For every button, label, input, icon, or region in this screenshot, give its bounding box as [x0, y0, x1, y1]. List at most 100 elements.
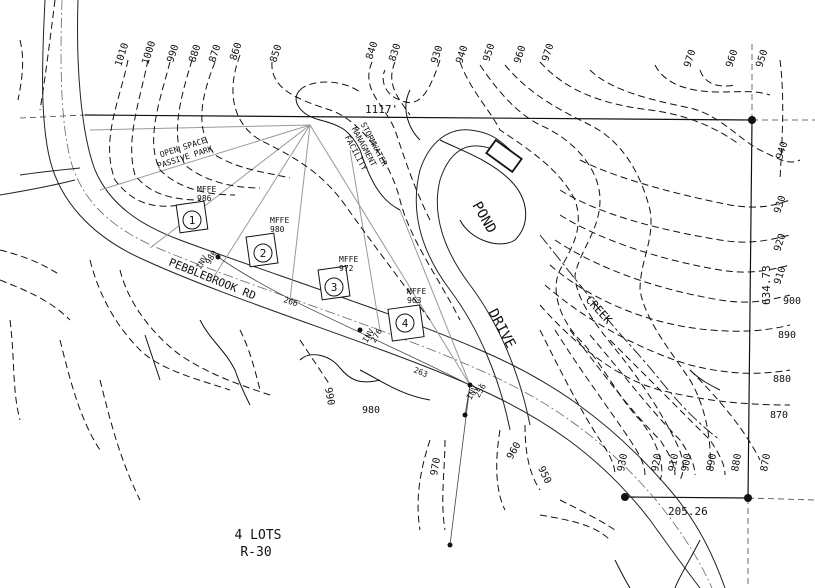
- contour: [559, 189, 791, 243]
- contour: [382, 59, 441, 103]
- contour: [131, 59, 201, 201]
- south-property-line: [624, 496, 749, 499]
- corner-marker: [621, 493, 629, 501]
- north-property-line: [84, 114, 753, 121]
- pond-label: POND: [469, 199, 500, 236]
- contour: [569, 329, 676, 476]
- contour-label: 910: [772, 265, 788, 286]
- contour-label: 950: [535, 465, 553, 486]
- dimension-bottom: 205.26: [668, 505, 708, 518]
- terrain-line: [144, 334, 161, 381]
- terrain-line: [299, 354, 381, 383]
- contour: [554, 329, 646, 476]
- contour-label: 990: [165, 43, 181, 64]
- contour-label: 890: [705, 453, 719, 473]
- contour-label: 870: [207, 43, 223, 64]
- contour: [559, 499, 616, 531]
- contour-label: 860: [228, 41, 244, 62]
- contour: [17, 39, 24, 101]
- lot-number-circle: [324, 277, 344, 297]
- building-footprint: [485, 138, 523, 174]
- contour-label: 930: [772, 194, 788, 215]
- contour: [99, 379, 141, 501]
- contour-label: 880: [187, 43, 203, 64]
- lot-line-5: [399, 209, 471, 386]
- contour-label: 930: [429, 44, 445, 65]
- lot-number: 2: [260, 247, 267, 260]
- contour: [39, 0, 56, 111]
- road-edge-north: [42, 0, 701, 588]
- contour: [109, 59, 181, 207]
- north-line-west-extension: [19, 114, 86, 119]
- driveway: [415, 129, 531, 431]
- contour-label: 830: [387, 42, 403, 63]
- zoning: R-30: [240, 545, 271, 560]
- contour-label: 920: [650, 453, 664, 473]
- contour-label: 850: [268, 43, 284, 64]
- terrain-line: [674, 539, 701, 588]
- contour: [699, 69, 736, 87]
- contour-lines: [0, 0, 801, 541]
- drive-label: DRIVE: [484, 306, 518, 351]
- sewer-stub: [464, 384, 471, 416]
- lot-2: 2 MFFE 980: [245, 216, 289, 268]
- lot-line-4: [349, 149, 381, 331]
- contour-label: 910: [667, 453, 681, 473]
- contour: [504, 64, 711, 471]
- mffe-value: 963: [407, 296, 422, 305]
- spot-elevation: 266: [282, 295, 299, 308]
- terrain-line: [359, 369, 431, 401]
- sewer-line: [217, 256, 471, 386]
- mffe-label: MFFE: [197, 185, 216, 194]
- contour: [539, 329, 616, 476]
- contour-label: 960: [505, 440, 524, 461]
- contour: [119, 269, 271, 396]
- contour: [0, 279, 71, 321]
- lot-line-1: [149, 124, 311, 249]
- sewer-outfall: [449, 384, 471, 546]
- drive-edge-east: [436, 145, 531, 426]
- contour: [579, 159, 791, 208]
- contour-label: 920: [772, 232, 788, 253]
- contour-label: 970: [540, 42, 556, 63]
- contour-label: 900: [783, 296, 801, 307]
- contour: [779, 59, 784, 181]
- terrain-line: [405, 89, 421, 141]
- contour: [654, 64, 771, 96]
- contour-label: 970: [429, 457, 443, 477]
- side-road: [0, 179, 76, 196]
- contour-label: 940: [454, 44, 470, 65]
- lot-1: 1 MFFE 986: [175, 185, 216, 234]
- contour: [271, 61, 461, 321]
- contour-label: 880: [773, 374, 791, 385]
- manhole-marker: [462, 412, 468, 418]
- corner-marker: [744, 494, 752, 502]
- mffe-value: 986: [197, 194, 212, 203]
- lot-count: 4 LOTS: [235, 528, 282, 543]
- contour-label: 890: [778, 330, 796, 341]
- contour: [524, 424, 541, 491]
- contour: [59, 339, 101, 451]
- contour: [539, 61, 741, 146]
- road-centerline: [60, 0, 713, 588]
- terrain-line: [295, 89, 401, 211]
- east-property-line: [747, 119, 753, 499]
- contour: [442, 439, 446, 531]
- lot-number: 4: [402, 317, 409, 330]
- contour: [539, 304, 791, 406]
- contour-labels-road: 990 980: [322, 387, 380, 416]
- lot-number-circle: [182, 210, 202, 230]
- lot-number-circle: [395, 313, 415, 333]
- manhole-marker: [215, 254, 221, 260]
- contour: [544, 284, 791, 374]
- contour: [459, 61, 663, 481]
- invert-labels: INV. 980 INV. 276 INV. 256: [194, 249, 488, 401]
- lot-number: 3: [331, 281, 338, 294]
- contour-label: 990: [322, 387, 336, 407]
- contour: [554, 239, 791, 303]
- contour: [176, 59, 261, 189]
- contour: [239, 329, 261, 391]
- contour-label: 900: [680, 453, 694, 473]
- contour-labels-bottom: 970 960 950 930 920 910 900 890 880 870: [429, 440, 773, 485]
